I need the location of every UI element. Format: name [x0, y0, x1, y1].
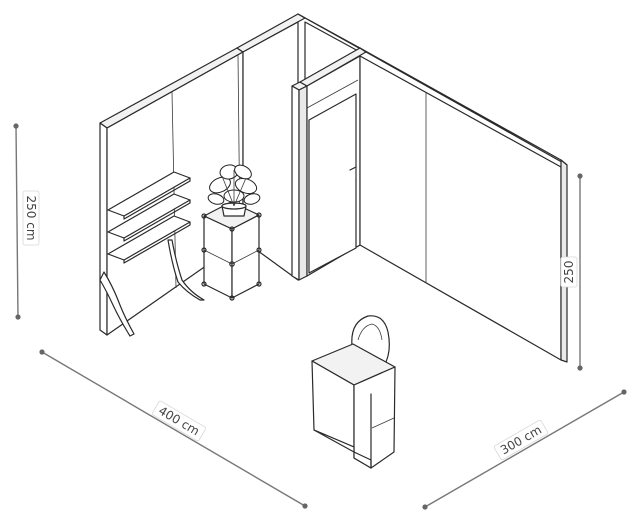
dimension-label-bg: [560, 256, 578, 288]
dimension-width-front: 400 cm: [39, 349, 308, 509]
divider-post-left: [291, 85, 300, 281]
shelf-top-lip: [123, 177, 191, 220]
door-lintel: [306, 79, 359, 109]
counter-shelf-line: [371, 417, 395, 429]
shelf-left-leg: [99, 271, 135, 337]
dimension-line: [15, 125, 19, 318]
back-left-wall-end: [99, 122, 108, 336]
storage-wall: [299, 47, 367, 277]
dimension-endpoint: [15, 314, 21, 320]
cube-divider: [231, 249, 260, 265]
dimension-label-height-right: 250: [562, 261, 576, 284]
cube-connector: [201, 281, 207, 287]
door-handle[interactable]: [349, 166, 357, 171]
dimension-height-right: 250: [560, 173, 583, 371]
dimension-endpoint: [302, 503, 308, 509]
chair-shell-contour: [357, 323, 383, 341]
divider-post-right: [298, 85, 308, 281]
cube-connector: [201, 213, 207, 219]
dimension-label-bg: [22, 190, 40, 246]
dimension-depth-right: 300 cm: [422, 389, 627, 510]
potted-plant: [207, 164, 261, 217]
dimension-endpoint: [577, 365, 583, 371]
cube-connector: [229, 226, 235, 232]
storage-door[interactable]: [308, 93, 357, 274]
plant-leaf: [234, 164, 252, 180]
plant-stem: [233, 177, 247, 207]
dimension-height-left: 250 cm: [13, 123, 40, 320]
dimension-label-bg: [493, 419, 549, 461]
wall-shelf-unit: [99, 171, 205, 337]
shelf-middle-lip: [123, 199, 191, 242]
dimension-line: [424, 391, 625, 508]
dimension-endpoint: [422, 504, 428, 510]
dimension-endpoint: [577, 173, 583, 179]
plant-leaf: [243, 193, 261, 205]
dimension-endpoint: [39, 349, 45, 355]
right-wall-face: [359, 55, 562, 361]
cube-connector: [229, 261, 235, 267]
cube-connector: [229, 295, 235, 301]
right-wall: [359, 47, 568, 363]
plant-leaf: [209, 176, 231, 194]
counter-side: [353, 366, 396, 469]
reception-counter: [311, 343, 396, 469]
shelf-lower-lip: [123, 221, 191, 264]
cube-connector: [201, 247, 207, 253]
dimension-line: [41, 351, 306, 507]
dimension-label-bg: [152, 400, 206, 442]
cube-connector: [256, 281, 262, 287]
dimension-label-height-left: 250 cm: [24, 195, 38, 240]
cube-divider: [203, 249, 233, 265]
dimension-endpoint: [13, 123, 19, 129]
cube-right-face: [231, 214, 260, 299]
cube-connector: [256, 212, 262, 218]
display-cube: [201, 201, 262, 301]
cube-connector: [256, 247, 262, 253]
shelf-right-leg: [167, 239, 205, 301]
dimension-endpoint: [621, 389, 627, 395]
divider-post: [291, 81, 308, 281]
plant-leaf: [207, 193, 225, 205]
plant-stem: [221, 175, 235, 207]
